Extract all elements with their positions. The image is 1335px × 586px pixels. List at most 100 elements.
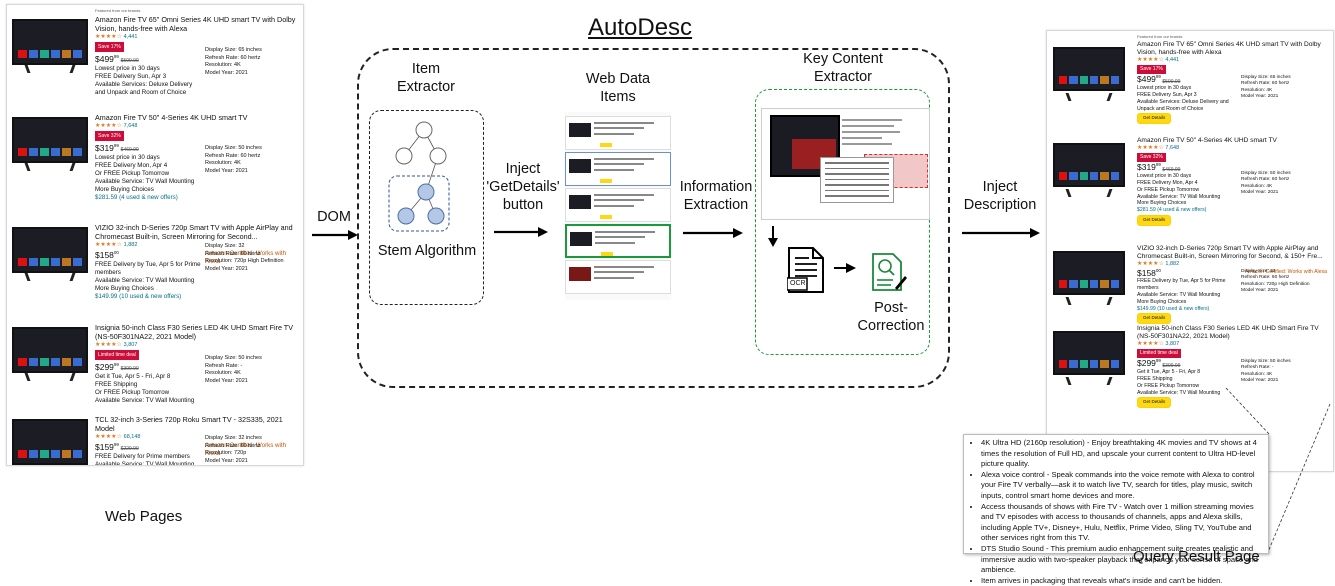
product-detail-line: $149.99 (10 used & new offers) bbox=[1137, 305, 1210, 312]
stem-algorithm-label: Stem Algorithm bbox=[377, 243, 477, 259]
tv-thumbnail bbox=[12, 227, 88, 283]
deal-badge: Limited time deal bbox=[1137, 348, 1181, 358]
review-count[interactable]: 1,882 bbox=[1165, 261, 1180, 267]
product-detail-line: and Unpack and Room of Choice bbox=[95, 88, 187, 96]
product-detail-line: Available Service: TV Wall Mounting bbox=[95, 177, 195, 185]
rating-stars: ★★★★☆ bbox=[1137, 145, 1164, 151]
product-detail-line: Lowest price in 30 days bbox=[1137, 173, 1192, 180]
get-details-button[interactable]: Get Details bbox=[1137, 397, 1172, 409]
product-text: Amazon Fire TV 65" Omni Series 4K UHD sm… bbox=[95, 15, 300, 97]
deal-badge: Save 17% bbox=[95, 42, 124, 52]
tv-screen bbox=[12, 419, 88, 465]
autodesc-title: AutoDesc bbox=[588, 14, 693, 41]
spec-line: Refresh Rate: - bbox=[205, 362, 243, 369]
product-detail-screenshot bbox=[761, 108, 930, 220]
spec-line: Display Size: 32 bbox=[1241, 269, 1276, 274]
price-cents: 99 bbox=[1155, 74, 1161, 80]
product-title[interactable]: VIZIO 32-inch D-Series 720p Smart TV wit… bbox=[95, 223, 293, 241]
product-title[interactable]: Insignia 50-inch Class F30 Series LED 4K… bbox=[1137, 325, 1319, 340]
list-price: $469.99 bbox=[120, 146, 139, 153]
tv-screen bbox=[12, 19, 88, 65]
amazon-certified: Amazon Certified: Works with Alexa bbox=[1245, 268, 1328, 275]
product-detail-line: Get it Tue, Apr 5 - Fri, Apr 8 bbox=[1137, 369, 1201, 376]
spec-line: Resolution: 4K bbox=[205, 62, 241, 68]
price-main: $299 bbox=[95, 361, 114, 372]
price-main: $499 bbox=[95, 53, 114, 64]
review-count[interactable]: 3,807 bbox=[1165, 341, 1180, 347]
list-price: $469.99 bbox=[1162, 166, 1181, 173]
spec-line: Resolution: 4K bbox=[205, 370, 241, 376]
product-title[interactable]: Amazon Fire TV 50" 4-Series 4K UHD smart… bbox=[95, 113, 248, 122]
product-title[interactable]: Amazon Fire TV 65" Omni Series 4K UHD sm… bbox=[1137, 41, 1321, 56]
product-detail-line: FREE Delivery Sun, Apr 3 bbox=[95, 72, 167, 80]
tv-thumbnail bbox=[1053, 143, 1125, 197]
review-count[interactable]: 4,441 bbox=[123, 34, 138, 40]
spec-line: Refresh Rate: 60 hertz bbox=[1241, 275, 1290, 281]
price-main: $319 bbox=[95, 142, 114, 153]
spec-line: Resolution: 4K bbox=[1241, 371, 1273, 377]
product-title[interactable]: VIZIO 32-inch D-Series 720p Smart TV wit… bbox=[1137, 245, 1323, 260]
product-card: Amazon Fire TV 65" Omni Series 4K UHD sm… bbox=[7, 15, 303, 113]
price-main: $299 bbox=[1137, 358, 1156, 369]
price-cents: 99 bbox=[113, 442, 119, 447]
product-title[interactable]: Amazon Fire TV 65" Omni Series 4K UHD sm… bbox=[95, 15, 296, 33]
product-title[interactable]: Insignia 50-inch Class F30 Series LED 4K… bbox=[95, 323, 293, 341]
review-count[interactable]: 7,648 bbox=[1165, 145, 1180, 151]
product-text: VIZIO 32-inch D-Series 720p Smart TV wit… bbox=[1137, 245, 1331, 325]
price: $31999 bbox=[95, 143, 119, 153]
product-title[interactable]: TCL 32-inch 3-Series 720p Roku Smart TV … bbox=[95, 415, 283, 433]
price: $15800 bbox=[1137, 268, 1161, 278]
rating-stars: ★★★★☆ bbox=[1137, 261, 1164, 267]
spec-line: Refresh Rate: 60 hertz bbox=[1241, 81, 1290, 87]
spec-line: Display Size: 50 inches bbox=[1241, 359, 1291, 364]
tv-thumbnail bbox=[1053, 47, 1125, 101]
deal-badge: Save 32% bbox=[95, 131, 124, 141]
product-detail-line: Unpack and Room of Choice bbox=[1137, 105, 1204, 112]
amazon-certified: Amazon Certified: Works with Alexa bbox=[205, 442, 287, 457]
deal-badge: Save 32% bbox=[1137, 152, 1166, 162]
spec-line: Resolution: 4K bbox=[1241, 87, 1273, 93]
product-detail-line: Or FREE Pickup Tomorrow bbox=[95, 169, 170, 177]
product-detail-line: $281.59 (4 used & new offers) bbox=[95, 193, 178, 201]
web-data-item-selected bbox=[565, 224, 671, 258]
spec-line: Model Year: 2021 bbox=[1241, 378, 1279, 384]
rating-stars: ★★★★☆ bbox=[95, 342, 122, 348]
product-detail-line: FREE Delivery for Prime members bbox=[95, 452, 190, 460]
price-cents: 99 bbox=[113, 54, 119, 59]
review-count[interactable]: 1,882 bbox=[123, 242, 138, 248]
key-content-extractor-box bbox=[755, 89, 930, 355]
get-details-button[interactable]: Get Details bbox=[1137, 313, 1172, 325]
inject-getdetails-arrow bbox=[494, 227, 548, 237]
get-details-button[interactable]: Get Details bbox=[1137, 215, 1172, 226]
review-count[interactable]: 68,148 bbox=[123, 434, 141, 440]
tv-screen bbox=[1053, 251, 1125, 295]
product-title[interactable]: Amazon Fire TV 50" 4-Series 4K UHD smart… bbox=[1137, 137, 1277, 144]
information-extraction-arrow bbox=[683, 228, 743, 238]
product-detail-line: FREE Delivery by Tue, Apr 5 for Prime bbox=[95, 260, 201, 268]
web-data-item bbox=[565, 152, 671, 186]
product-card: VIZIO 32-inch D-Series 720p Smart TV wit… bbox=[7, 223, 303, 323]
price-cents: 00 bbox=[113, 250, 119, 255]
ocr-document-icon bbox=[787, 247, 824, 293]
product-detail-line: Available Service: TV Wall Mounting bbox=[1137, 389, 1221, 396]
review-count[interactable]: 3,807 bbox=[123, 342, 138, 348]
spec-line: Model Year: 2021 bbox=[205, 265, 248, 272]
product-card: Amazon Fire TV 65" Omni Series 4K UHD sm… bbox=[1047, 41, 1333, 137]
review-count[interactable]: 7,648 bbox=[123, 123, 138, 129]
product-text: Amazon Fire TV 65" Omni Series 4K UHD sm… bbox=[1137, 41, 1331, 125]
product-detail-line: FREE Shipping bbox=[1137, 376, 1173, 383]
product-detail-line: Available Service: TV Wall Mounting bbox=[95, 460, 195, 466]
tv-thumbnail bbox=[12, 327, 88, 383]
review-count[interactable]: 4,441 bbox=[1165, 57, 1180, 63]
item-extractor-box bbox=[369, 110, 484, 305]
tv-screen bbox=[1053, 143, 1125, 187]
product-detail-line: Available Services: Deluxe Delivery bbox=[95, 80, 193, 88]
spec-line: Model Year: 2021 bbox=[205, 167, 248, 174]
get-details-button[interactable]: Get Details bbox=[1137, 113, 1172, 125]
list-price: $229.99 bbox=[120, 445, 139, 452]
